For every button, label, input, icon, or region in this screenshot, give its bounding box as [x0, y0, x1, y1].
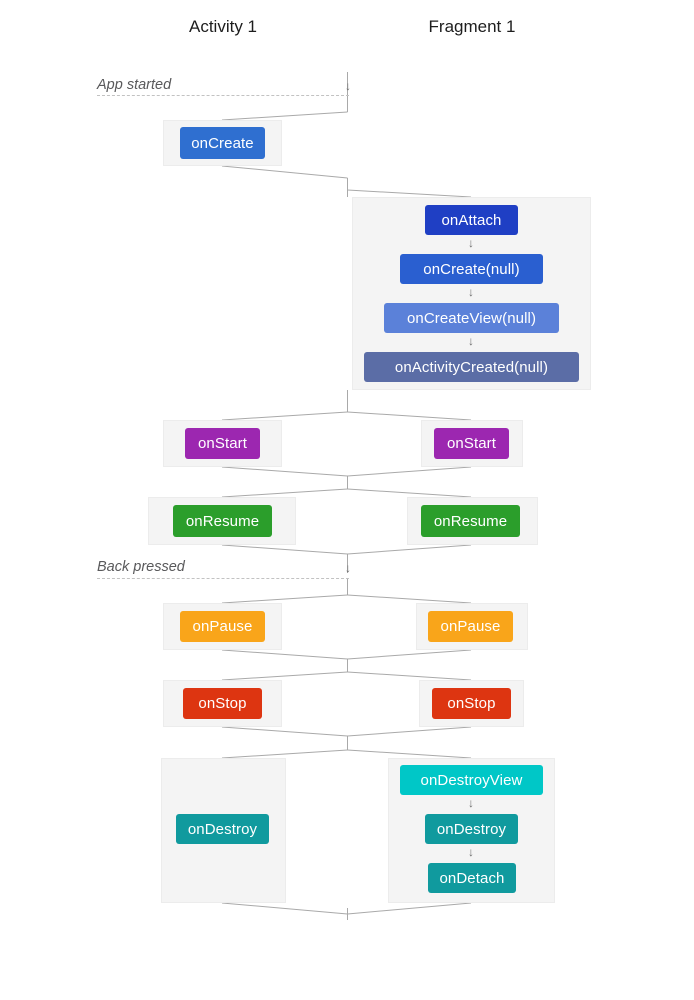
arrow-down-icon: ↓ — [468, 845, 474, 859]
activity-oncreate-box[interactable]: onCreate — [180, 127, 265, 159]
event-divider-back-pressed — [97, 578, 349, 579]
arrow-down-icon: ↓ — [468, 796, 474, 810]
activity-onstart-box[interactable]: onStart — [185, 428, 260, 459]
column-title-activity: Activity 1 — [188, 17, 258, 36]
arrow-down-icon: ↓ — [345, 79, 351, 93]
activity-onstop-box[interactable]: onStop — [183, 688, 262, 719]
fragment-onresume-box[interactable]: onResume — [421, 505, 520, 537]
fragment-ondestroy-box[interactable]: onDestroy — [425, 814, 518, 844]
event-divider-app-started — [97, 95, 349, 96]
card-activity-onstart — [163, 420, 282, 467]
event-label-app-started: App started — [97, 77, 172, 93]
column-title-fragment: Fragment 1 — [428, 17, 516, 36]
fragment-oncreateview-box[interactable]: onCreateView(null) — [384, 303, 559, 333]
fragment-onactivitycreated-box[interactable]: onActivityCreated(null) — [364, 352, 579, 382]
fragment-oncreate-box[interactable]: onCreate(null) — [400, 254, 543, 284]
arrow-down-icon: ↓ — [468, 285, 474, 299]
fragment-onstart-box[interactable]: onStart — [434, 428, 509, 459]
activity-onresume-box[interactable]: onResume — [173, 505, 272, 537]
activity-onpause-box[interactable]: onPause — [180, 611, 265, 642]
event-label-back-pressed: Back pressed — [97, 559, 185, 575]
arrow-down-icon: ↓ — [468, 334, 474, 348]
fragment-onstop-box[interactable]: onStop — [432, 688, 511, 719]
arrow-down-icon: ↓ — [468, 236, 474, 250]
fragment-ondestroyview-box[interactable]: onDestroyView — [400, 765, 543, 795]
fragment-onattach-box[interactable]: onAttach — [425, 205, 518, 235]
fragment-ondetach-box[interactable]: onDetach — [428, 863, 516, 893]
fragment-onpause-box[interactable]: onPause — [428, 611, 513, 642]
activity-ondestroy-box[interactable]: onDestroy — [176, 814, 269, 844]
arrow-down-icon: ↓ — [345, 561, 351, 575]
